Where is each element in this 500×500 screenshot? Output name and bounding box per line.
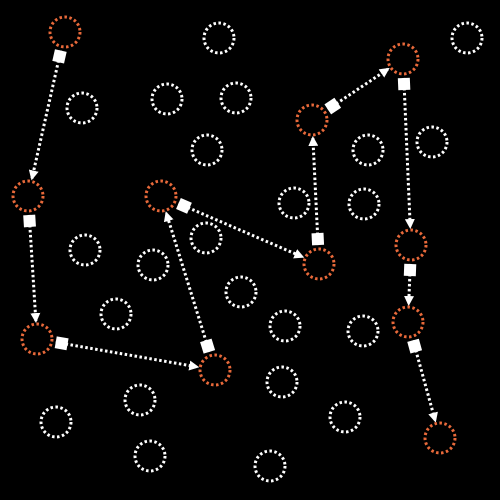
edge-handle (54, 336, 69, 351)
graph-node (351, 133, 385, 167)
graph-node (224, 275, 258, 309)
graph-node (202, 21, 236, 55)
handles-layer (23, 49, 423, 354)
graph-node (391, 305, 425, 339)
graph-node (415, 125, 449, 159)
edge-handle (200, 338, 216, 354)
graph-node (198, 353, 232, 387)
graph-node (423, 421, 457, 455)
graph-node (11, 179, 45, 213)
edge-handle (397, 77, 411, 91)
graph-node (394, 228, 428, 262)
edge-arrow (402, 77, 415, 230)
graph-node (190, 133, 224, 167)
graph-node (295, 103, 329, 137)
edge-handle (311, 232, 325, 246)
graph-node (123, 383, 157, 417)
graph-node (65, 91, 99, 125)
graph-node (39, 405, 73, 439)
edge-handle (52, 49, 67, 64)
edge-arrow (55, 340, 200, 371)
graph-node (48, 15, 82, 49)
edge-arrow (27, 214, 41, 324)
edge-arrow (163, 211, 211, 353)
graph-node (302, 247, 336, 281)
graph-node (150, 82, 184, 116)
graph-node (136, 248, 170, 282)
edge-handle (23, 214, 36, 228)
edge-arrow (28, 50, 63, 181)
edge-arrow (177, 202, 305, 259)
edge-handle (407, 338, 423, 354)
edge-arrow (308, 135, 320, 246)
edge-handle (176, 197, 192, 214)
graph-node (144, 179, 178, 213)
graph-node (253, 449, 287, 483)
graph-node (328, 400, 362, 434)
edge-arrow (411, 339, 438, 423)
graph-node (133, 439, 167, 473)
edge-handle (403, 263, 417, 277)
graph-node (68, 233, 102, 267)
nodes-layer (11, 15, 484, 483)
graph-node (346, 314, 380, 348)
graph-node (99, 297, 133, 331)
graph-node (219, 81, 253, 115)
graph-node (277, 186, 311, 220)
graph-node (386, 42, 420, 76)
edge-handle (324, 97, 342, 115)
graph-node (20, 322, 54, 356)
graph-node (268, 309, 302, 343)
graph-node (450, 21, 484, 55)
graph-node (189, 221, 223, 255)
graph-node (347, 187, 381, 221)
graph-node (265, 365, 299, 399)
edge-arrow (326, 67, 390, 111)
